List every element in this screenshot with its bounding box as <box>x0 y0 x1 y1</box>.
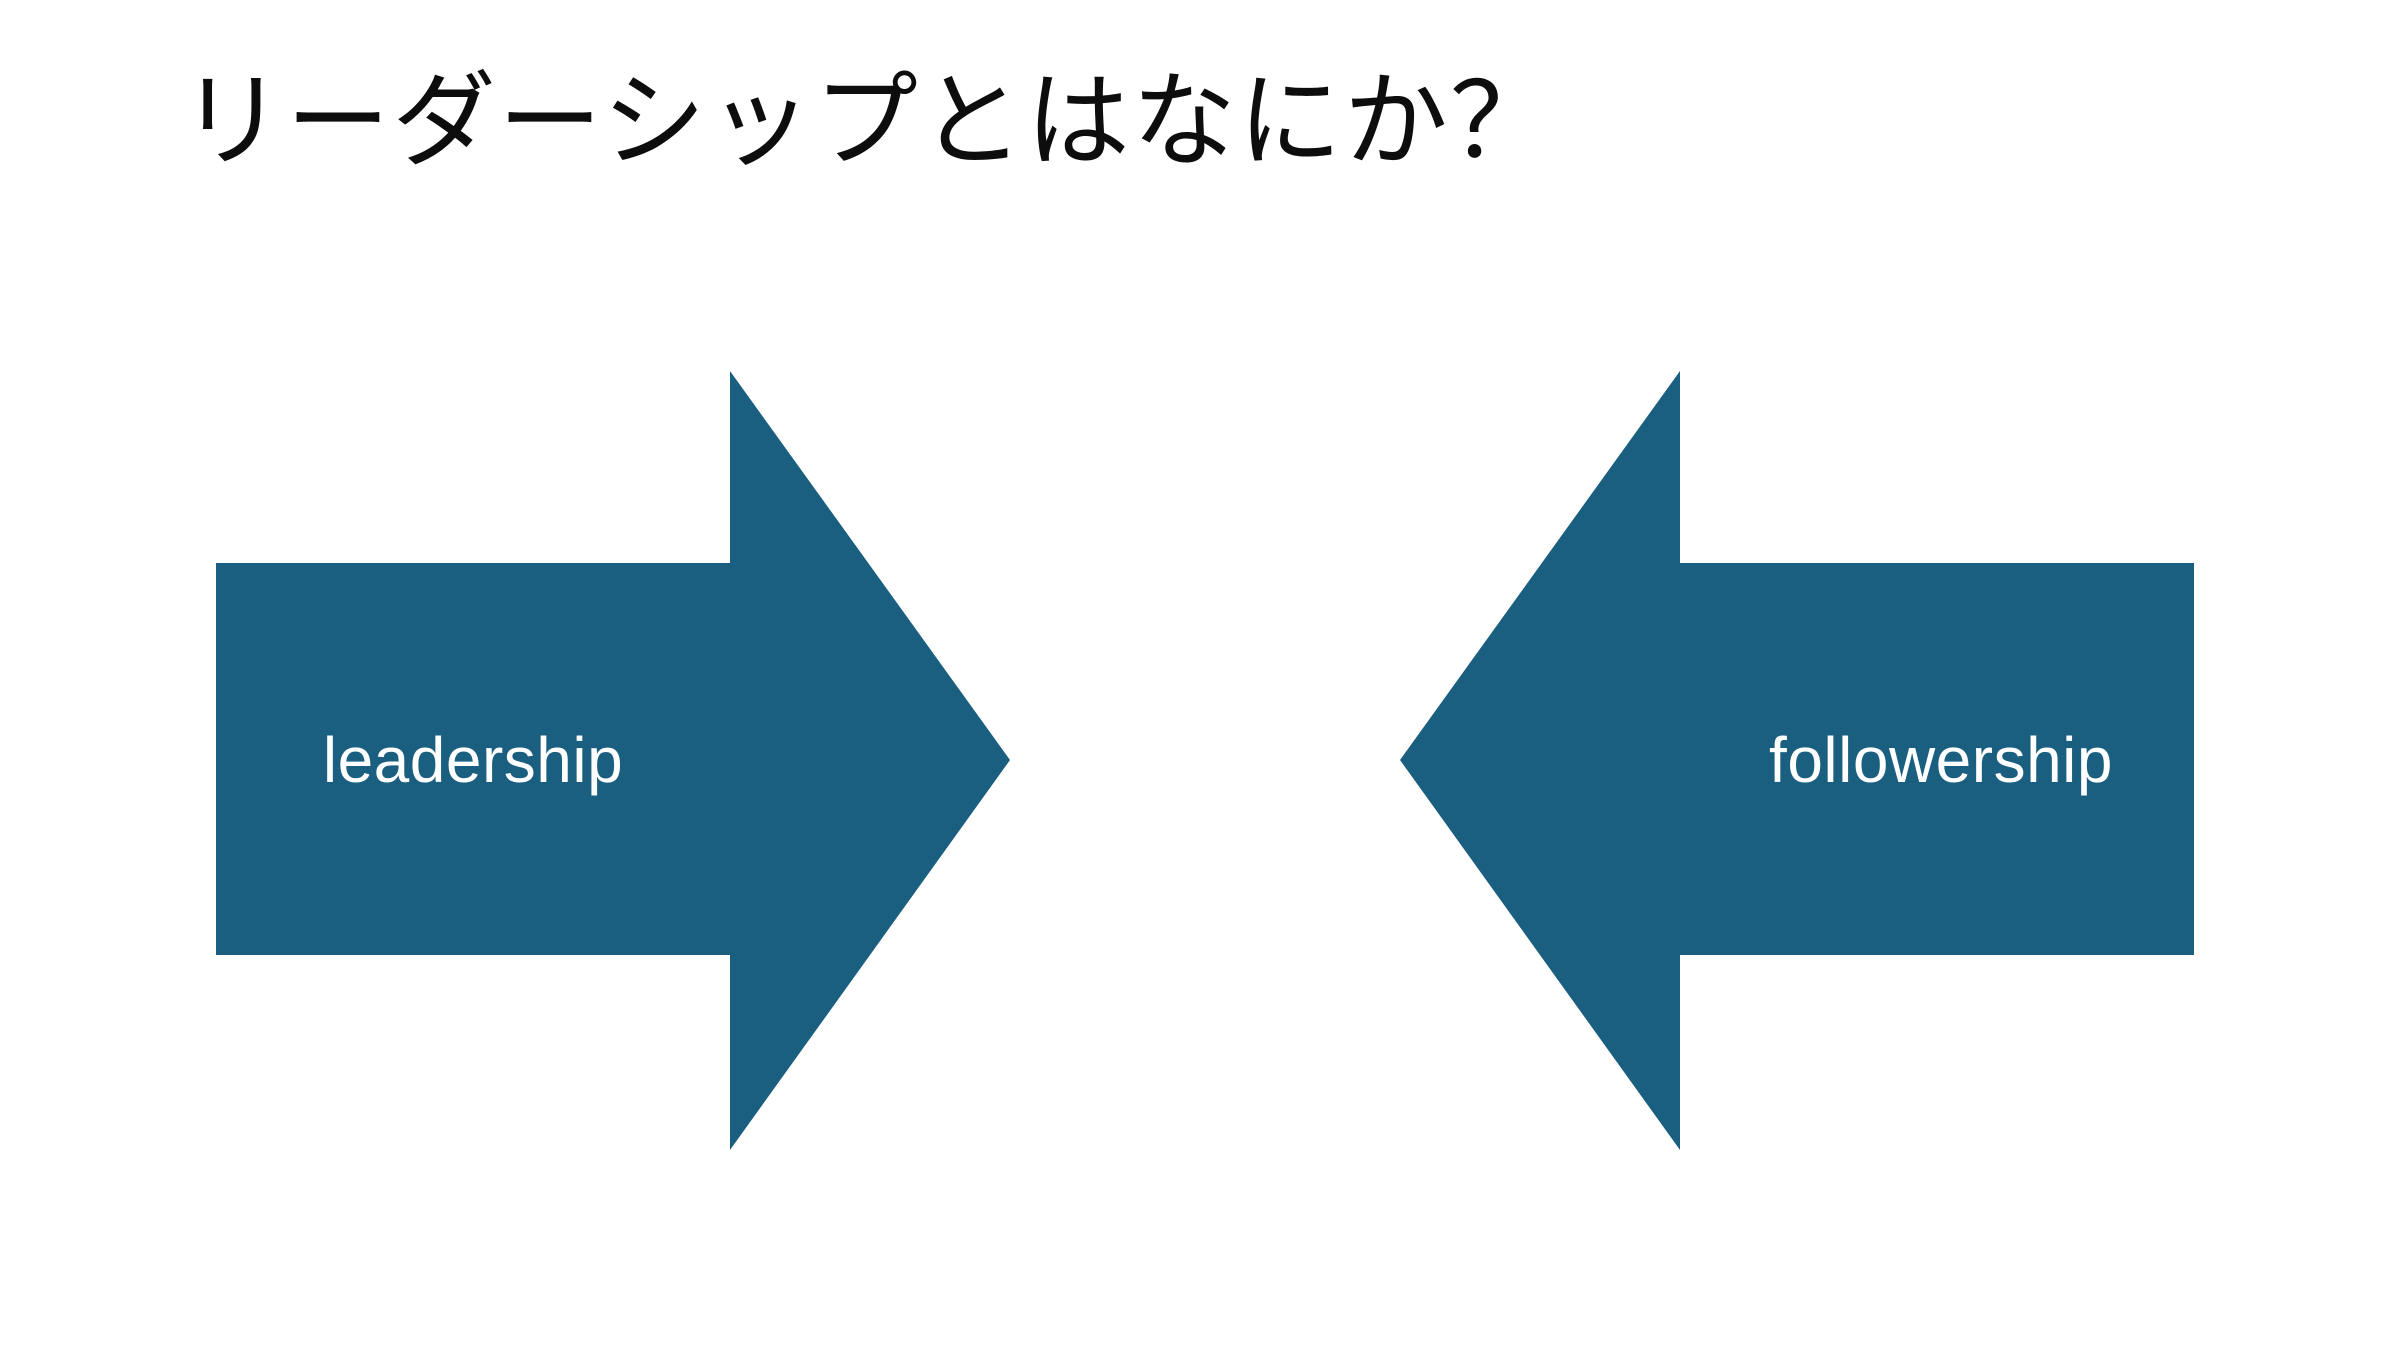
right-arrow-icon <box>216 371 1010 1150</box>
arrow-shape-followership[interactable]: followership <box>1400 355 2200 1165</box>
arrow-shape-leadership[interactable]: leadership <box>210 355 1010 1165</box>
left-arrow-icon <box>1400 371 2194 1150</box>
page-title: リーダーシップとはなにか？ <box>180 65 1556 180</box>
